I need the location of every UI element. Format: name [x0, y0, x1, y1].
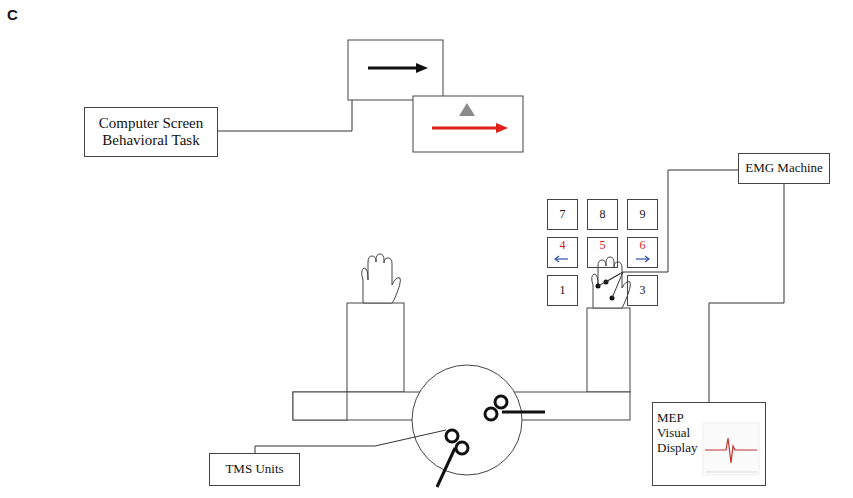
node-text: 7 [560, 208, 566, 222]
key-arrow [636, 258, 648, 259]
target-arrow [432, 127, 498, 130]
screen-wire [218, 100, 352, 131]
node-text: TMS Units [225, 462, 283, 477]
node-text: 9 [640, 208, 646, 222]
key-arrow-head [645, 256, 649, 262]
node-text: EMG Machine [745, 161, 823, 176]
node-text: 6 [640, 239, 646, 253]
screen-frame [348, 40, 443, 100]
target-arrow-head [496, 123, 508, 133]
electrode-wire [598, 170, 738, 286]
key-arrow [556, 258, 568, 259]
key-box: 7 [547, 199, 578, 230]
node-text: 4 [560, 239, 566, 253]
key-box: 5 [587, 237, 618, 268]
key-box: 9 [627, 199, 658, 230]
tms-coil [437, 430, 468, 487]
process-box: Computer Screen Behavioral Task [84, 107, 218, 157]
device-box: EMG Machine [738, 153, 830, 184]
tms-coil [485, 396, 545, 420]
left-forearm [347, 303, 404, 392]
connector [709, 184, 784, 402]
display-box: MEP Visual Display [652, 402, 766, 486]
key-box: 1 [547, 275, 578, 306]
key-arrow-head [555, 256, 559, 262]
left-hand [362, 254, 401, 303]
node-text: 3 [640, 284, 646, 298]
node-text: MEP Visual Display [657, 411, 705, 456]
tms-wire [255, 430, 446, 453]
key-box: 4 [547, 237, 578, 268]
key-box: 6 [627, 237, 658, 268]
right-forearm [587, 308, 630, 392]
node-text: Computer Screen Behavioral Task [89, 115, 213, 150]
mep-waveform [703, 423, 759, 475]
node-text: 5 [600, 239, 606, 253]
left-upper-arm [293, 392, 347, 420]
cue-arrow [368, 67, 418, 70]
stop-triangle [459, 103, 475, 116]
key-box: 3 [627, 275, 658, 306]
key-box: 8 [587, 199, 618, 230]
head [412, 365, 522, 475]
electrode-wire [612, 272, 623, 298]
panel-letter: C [7, 6, 18, 23]
screen-frame [413, 96, 523, 152]
right-hand [592, 257, 631, 308]
node-text: 1 [560, 284, 566, 298]
cue-arrow-head [416, 63, 428, 73]
device-box: TMS Units [209, 453, 300, 486]
node-text: 8 [600, 208, 606, 222]
